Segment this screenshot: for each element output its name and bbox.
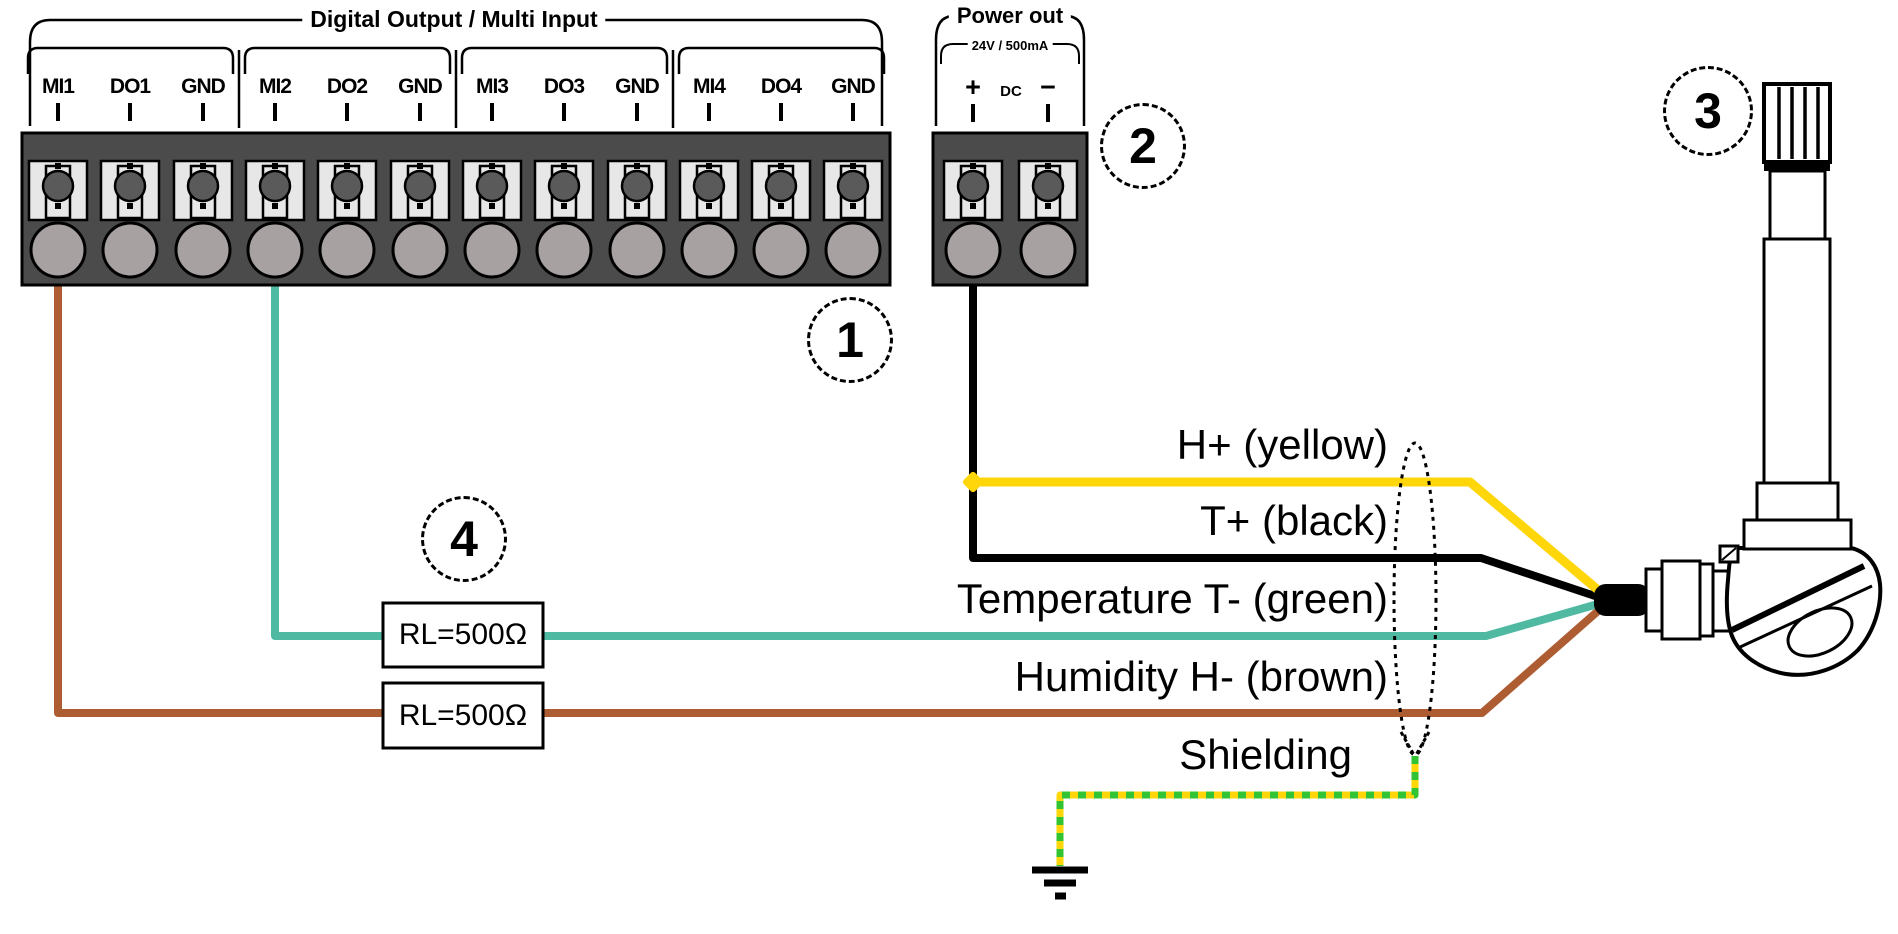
resistor-box-2 (381, 681, 545, 750)
wire-junction-dot (962, 471, 984, 493)
terminal-label-gnd3: GND (615, 75, 660, 98)
humidity-minus-wire-label: Humidity H- (brown) (1014, 653, 1388, 700)
temperature-minus-wire (271, 246, 1600, 640)
cable-shield-ellipse (1392, 441, 1438, 757)
main-block-title: Digital Output / Multi Input (302, 8, 606, 31)
label-brackets (26, 14, 1086, 128)
probe-stem (1742, 169, 1853, 551)
terminal-label-gnd1: GND (181, 75, 226, 98)
sensor-probe-drawing (1594, 82, 1883, 677)
terminal-label-do2: DO2 (326, 75, 368, 98)
humidity-plus-wire (973, 477, 1601, 594)
callout-1-number: 1 (836, 312, 864, 368)
load-resistor-2-label: RL=500Ω (398, 699, 528, 732)
sensor-housing (1718, 544, 1883, 677)
shield-wire-green (1056, 756, 1419, 866)
wires (54, 246, 1601, 866)
terminal-label-mi2: MI2 (258, 75, 292, 98)
cable-gland (1644, 559, 1735, 641)
temperature-plus-wire (969, 246, 1600, 601)
callout-2-power-out: 2 (1100, 103, 1186, 189)
terminal-ticks (56, 103, 1050, 122)
probe-filter-cap (1762, 82, 1832, 171)
power-dc-label: DC (1000, 83, 1022, 100)
load-resistor-1-label: RL=500Ω (398, 618, 528, 651)
earth-ground-symbol (1032, 866, 1088, 900)
temperature-plus-wire-label: T+ (black) (1200, 497, 1388, 544)
humidity-minus-wire (54, 246, 1601, 717)
power-block-subtitle: 24V / 500mA (967, 39, 1053, 52)
main-terminal-block (20, 131, 892, 287)
terminal-label-mi3: MI3 (475, 75, 509, 98)
terminal-label-mi1: MI1 (41, 75, 75, 98)
power-block-title: Power out (948, 5, 1072, 27)
callout-3-sensor-probe: 3 (1663, 66, 1753, 156)
callout-2-number: 2 (1129, 118, 1157, 174)
callout-3-number: 3 (1694, 83, 1722, 139)
temperature-minus-wire-label: Temperature T- (green) (956, 575, 1388, 622)
power-out-block (931, 131, 1089, 287)
terminal-label-do3: DO3 (543, 75, 585, 98)
terminal-label-do1: DO1 (109, 75, 151, 98)
callout-1-terminal-block: 1 (807, 297, 893, 383)
power-minus-label: − (1040, 72, 1056, 102)
terminal-label-gnd4: GND (831, 75, 876, 98)
resistor-box-1 (381, 601, 545, 669)
terminal-label-mi4: MI4 (692, 75, 726, 98)
shielding-label: Shielding (1179, 731, 1352, 778)
callout-4-number: 4 (450, 511, 478, 567)
terminal-label-do4: DO4 (760, 75, 802, 98)
load-resistor-boxes (381, 601, 545, 750)
humidity-plus-wire-label: H+ (yellow) (1176, 421, 1388, 468)
terminal-label-gnd2: GND (398, 75, 443, 98)
callout-4-load-resistors: 4 (421, 496, 507, 582)
power-plus-label: + (965, 72, 981, 102)
sensor-cable (1594, 584, 1650, 616)
